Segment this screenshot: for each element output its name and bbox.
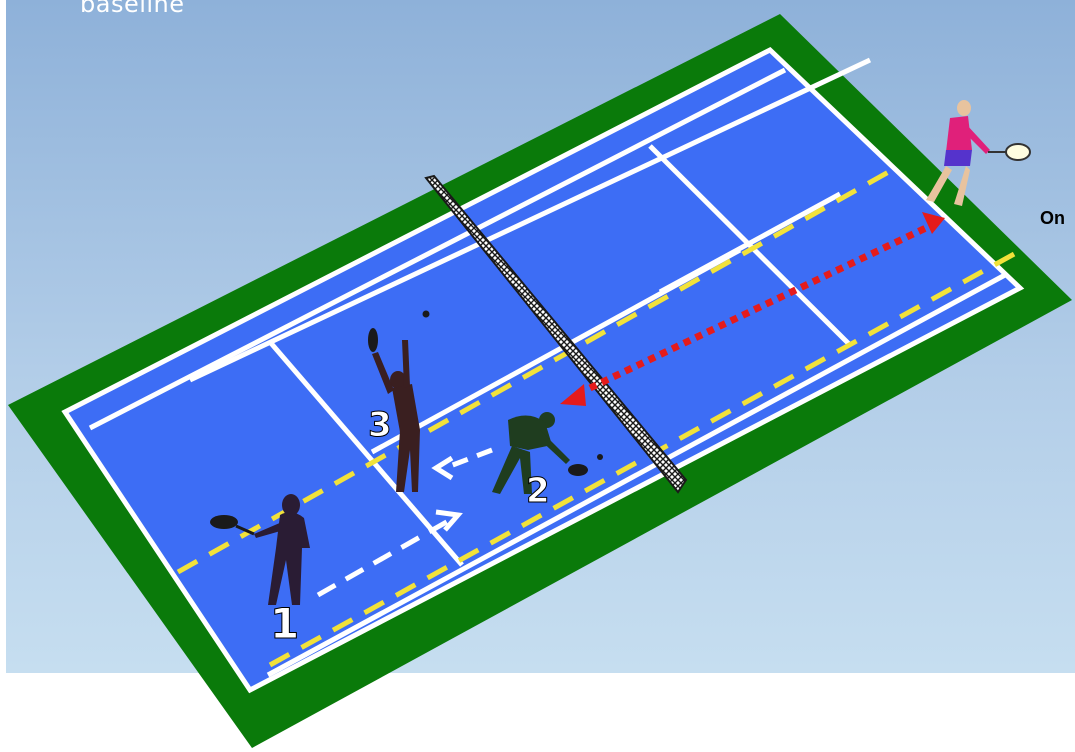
player-1-number: 1 bbox=[270, 599, 299, 648]
side-label: On bbox=[1040, 208, 1065, 229]
tennis-ball-icon bbox=[597, 454, 603, 460]
diagram-caption: baseline bbox=[80, 0, 185, 18]
tennis-racket-icon bbox=[368, 328, 378, 352]
tennis-racket-icon bbox=[210, 515, 238, 529]
tennis-ball-icon bbox=[423, 311, 430, 318]
player-3-number: 3 bbox=[368, 405, 392, 445]
tennis-racket-icon bbox=[568, 464, 588, 476]
player-2-number: 2 bbox=[526, 471, 550, 511]
tennis-racket-icon bbox=[1006, 144, 1030, 160]
